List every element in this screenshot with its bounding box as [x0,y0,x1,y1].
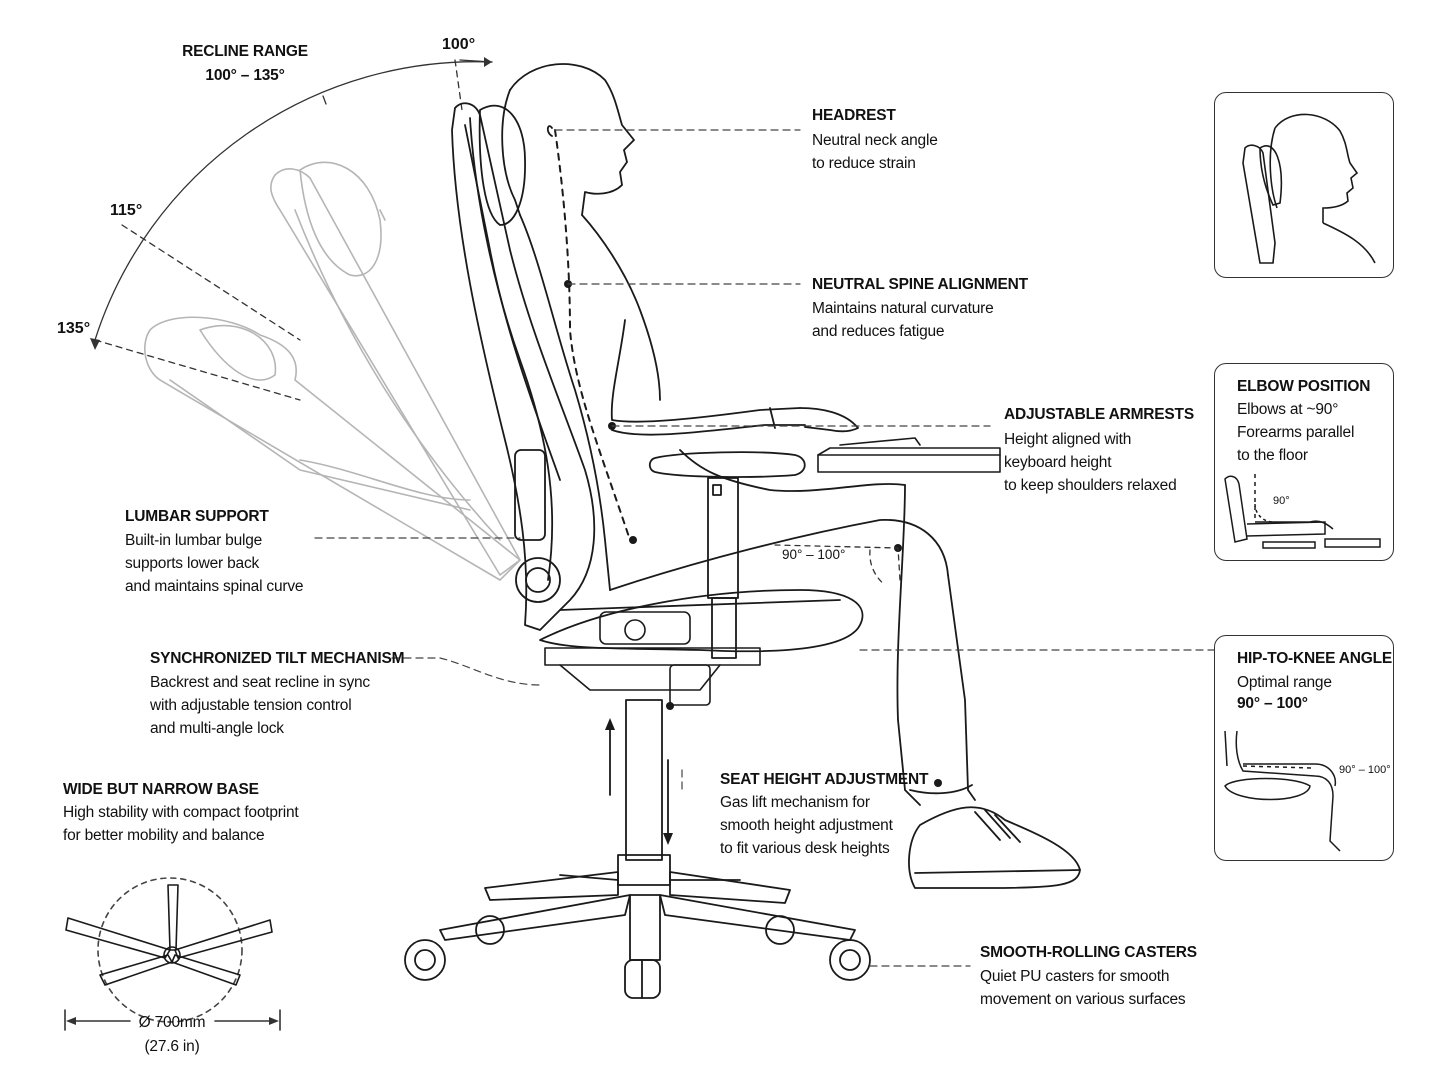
spine-dots [564,280,942,787]
headrest-title: HEADREST [812,107,896,124]
hip-knee-title: HIP-TO-KNEE ANGLE [1237,650,1393,667]
headrest-inset-illustration [1242,113,1376,264]
recline-title: RECLINE RANGE [182,43,308,60]
person-figure [501,63,1081,889]
caster-icons [404,915,871,999]
armrests-text: Height aligned with keyboard height to k… [1004,431,1177,494]
spine-title: NEUTRAL SPINE ALIGNMENT [812,276,1028,293]
recline-angle-100: 100° [442,36,476,53]
leader-lines [314,129,1236,967]
seat-height-text: Gas lift mechanism for smooth height adj… [720,794,893,857]
ghost-backrest-115 [270,161,521,576]
base-text: High stability with compact footprint fo… [63,804,299,844]
keyboard-tray [817,437,1001,473]
recline-angle-135: 135° [57,320,91,337]
tilt-mechanism [544,611,761,706]
hip-knee-angle-label: 90° – 100° [1339,764,1391,776]
base-footprint-diagram [64,877,281,1031]
hip-knee-panel: HIP-TO-KNEE ANGLE Optimal range 90° – 10… [1214,635,1394,861]
lumbar-text: Built-in lumbar bulge supports lower bac… [125,532,304,595]
tilt-title: SYNCHRONIZED TILT MECHANISM [150,650,405,667]
spine-line [554,129,631,541]
armrest [648,451,806,659]
base-diameter-inches: (27.6 in) [144,1038,200,1055]
recline-range: 100° – 135° [205,67,285,84]
seat-height-title: SEAT HEIGHT ADJUSTMENT [720,771,929,788]
gas-lift [605,699,673,886]
spine-text: Maintains natural curvature and reduces … [812,300,994,340]
casters-title: SMOOTH-ROLLING CASTERS [980,944,1197,961]
elbow-inset-illustration [1224,474,1381,549]
knee-angle-arc [774,544,901,586]
base-diameter: Ø 700mm [138,1014,206,1031]
casters-text: Quiet PU casters for smooth movement on … [980,968,1186,1008]
hip-knee-line: Optimal range [1237,674,1332,691]
knee-angle-label: 90° – 100° [782,547,846,562]
tilt-text: Backrest and seat recline in sync with a… [150,674,370,737]
headrest-text: Neutral neck angle to reduce strain [812,132,938,172]
backrest [451,102,596,631]
elbow-position-panel: ELBOW POSITION Elbows at ~90° Forearms p… [1214,363,1394,561]
armrests-title: ADJUSTABLE ARMRESTS [1004,406,1194,423]
star-base [439,871,856,961]
lumbar-title: LUMBAR SUPPORT [125,508,269,525]
base-title: WIDE BUT NARROW BASE [63,781,259,798]
elbow-position-text: Elbows at ~90° Forearms parallel to the … [1237,401,1355,464]
elbow-angle-label: 90° [1273,495,1290,507]
ghost-backrest-135 [144,316,521,581]
recline-angle-115: 115° [110,202,143,219]
elbow-position-title: ELBOW POSITION [1237,378,1371,395]
hip-knee-range: 90° – 100° [1237,695,1308,712]
hip-knee-inset-illustration [1224,730,1341,852]
headrest-inset-panel [1214,92,1394,278]
recline-arc [90,57,493,401]
